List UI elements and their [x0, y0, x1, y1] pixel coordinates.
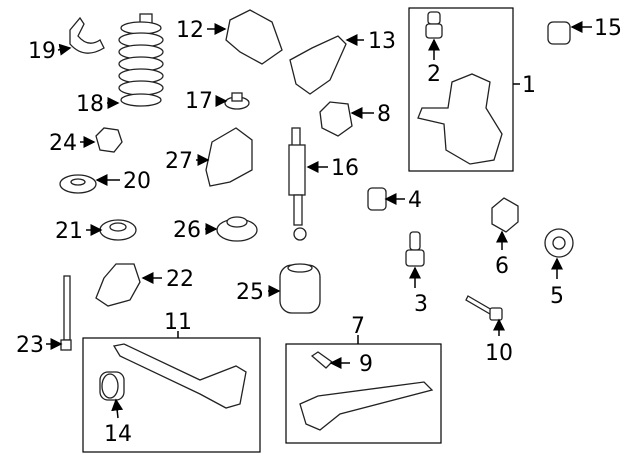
part-17-bushing[interactable]	[224, 92, 250, 110]
callout-4: 4	[408, 188, 422, 213]
part-8-plate[interactable]	[319, 101, 353, 137]
callout-16: 16	[331, 156, 359, 181]
part-26-insulator[interactable]	[216, 216, 258, 242]
part-21-insulator[interactable]	[99, 219, 137, 241]
part-18-coil-spring[interactable]	[118, 13, 164, 107]
part-3-ball-joint[interactable]	[405, 231, 425, 267]
part-4-bushing[interactable]	[367, 187, 387, 211]
group-box-11	[82, 337, 261, 453]
group-box-1	[408, 7, 514, 172]
part-25-jounce-bumper[interactable]	[279, 263, 321, 314]
callout-6: 6	[495, 254, 509, 279]
callout-26: 26	[173, 218, 201, 243]
part-22-bracket[interactable]	[95, 263, 141, 307]
callout-5: 5	[550, 284, 564, 309]
part-5-nut[interactable]	[544, 228, 574, 258]
callout-9: 9	[359, 352, 373, 377]
callout-12: 12	[176, 18, 204, 43]
part-23-bolt[interactable]	[60, 275, 72, 351]
part-24-nut[interactable]	[95, 127, 123, 153]
callout-13: 13	[368, 29, 396, 54]
callout-24: 24	[49, 131, 77, 156]
part-10-bolt[interactable]	[465, 295, 503, 321]
callout-27: 27	[165, 149, 193, 174]
part-1-knuckle[interactable]	[417, 73, 503, 165]
callout-20: 20	[123, 169, 151, 194]
part-11-arm[interactable]	[112, 343, 247, 409]
callout-22: 22	[166, 267, 194, 292]
callout-3: 3	[414, 292, 428, 317]
callout-10: 10	[485, 341, 513, 366]
callout-23: 23	[16, 333, 44, 358]
callout-11: 11	[164, 310, 192, 335]
part-13-bracket[interactable]	[289, 35, 347, 95]
part-2-ball-joint[interactable]	[425, 11, 443, 39]
part-14-bushing[interactable]	[99, 371, 125, 401]
callout-14: 14	[104, 422, 132, 447]
part-9-pin[interactable]	[310, 351, 334, 369]
callout-15: 15	[594, 16, 622, 41]
callout-2: 2	[427, 62, 441, 87]
callout-25: 25	[236, 280, 264, 305]
group-box-7	[285, 343, 442, 444]
callout-8: 8	[377, 102, 391, 127]
callout-17: 17	[185, 89, 213, 114]
part-20-insulator[interactable]	[59, 174, 97, 194]
part-15-bushing[interactable]	[547, 21, 571, 45]
callout-1: 1	[522, 73, 536, 98]
part-19-bracket[interactable]	[69, 16, 105, 54]
part-12-bracket[interactable]	[225, 9, 283, 65]
callout-7: 7	[351, 314, 365, 339]
part-6-nut[interactable]	[491, 197, 519, 233]
part-27-bracket[interactable]	[205, 127, 253, 187]
callout-21: 21	[55, 219, 83, 244]
part-16-shock-absorber[interactable]	[288, 127, 307, 241]
callout-18: 18	[76, 92, 104, 117]
part-7-arm[interactable]	[299, 381, 434, 431]
callout-19: 19	[28, 39, 56, 64]
